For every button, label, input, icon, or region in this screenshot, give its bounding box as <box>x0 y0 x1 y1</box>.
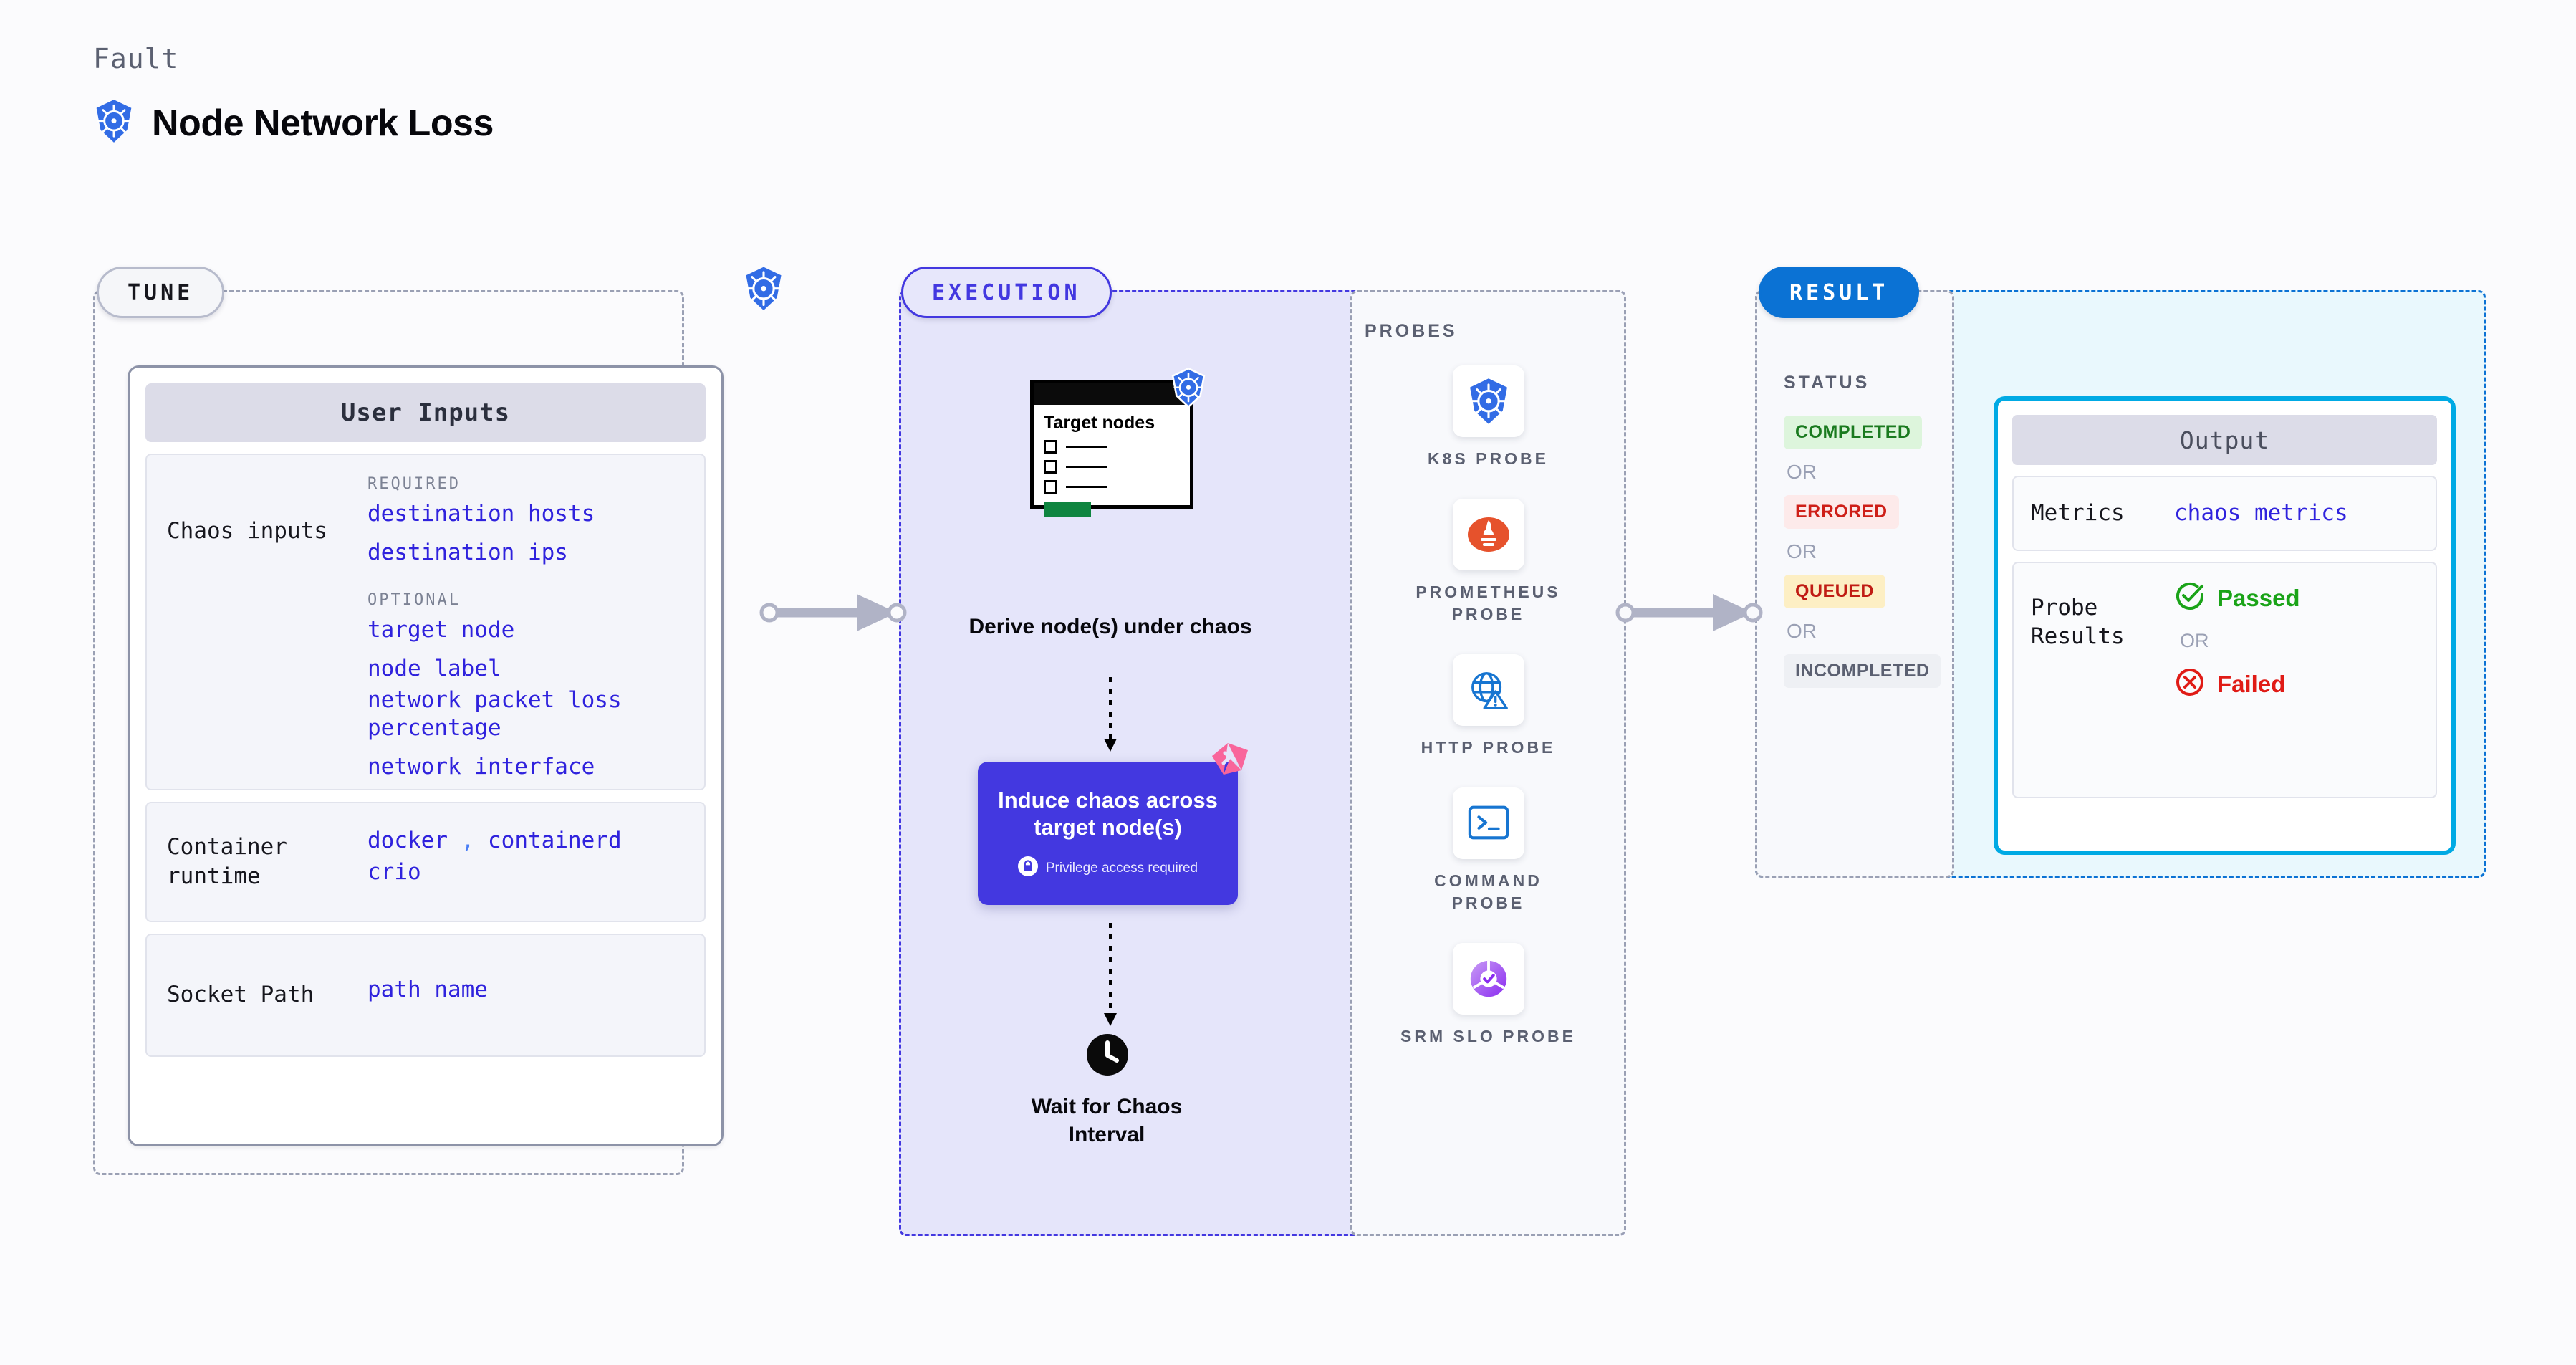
chaos-input-value[interactable]: destination ips <box>367 539 568 565</box>
output-title: Output <box>2012 415 2437 465</box>
user-inputs-card: User Inputs Chaos inputs REQUIRED destin… <box>128 365 724 1146</box>
value-separator: , <box>461 828 475 854</box>
probe-label: SRM SLO PROBE <box>1400 1027 1576 1046</box>
status-badge-completed: COMPLETED <box>1784 416 1923 449</box>
lock-icon <box>1017 856 1038 880</box>
stage-badge-result[interactable]: RESULT <box>1759 267 1920 318</box>
target-nodes-title: Target nodes <box>1044 413 1155 433</box>
induce-chaos-box[interactable]: Induce chaos across target node(s) Privi… <box>978 743 1248 905</box>
checkbox-icon <box>1044 479 1057 494</box>
page-header: Fault Node Network Loss <box>93 43 494 147</box>
target-node-row <box>1044 439 1180 454</box>
status-list: COMPLETED OR ERRORED OR QUEUED OR INCOMP… <box>1784 416 1956 688</box>
probe-results-label: Probe Results <box>2031 595 2125 650</box>
litmus-logo <box>1206 742 1251 787</box>
target-node-row <box>1044 479 1180 494</box>
probe-label: K8S PROBE <box>1428 449 1549 468</box>
user-inputs-title: User Inputs <box>145 383 706 442</box>
probe-results-row: Probe Results Passed OR <box>2012 562 2437 798</box>
stage-badge-execution[interactable]: EXECUTION <box>901 267 1112 318</box>
kubernetes-icon <box>93 99 135 147</box>
kubernetes-icon <box>741 264 786 316</box>
placeholder-line <box>1066 485 1107 488</box>
metrics-row: Metrics chaos metrics <box>2012 476 2437 551</box>
privilege-note-text: Privilege access required <box>1045 860 1198 876</box>
derive-nodes-label: Derive node(s) under chaos <box>969 615 1252 638</box>
flow-arrow-down <box>1104 923 1117 1026</box>
fault-kicker: Fault <box>93 43 179 75</box>
chaos-input-value[interactable]: network packet loss percentage <box>367 686 622 742</box>
probe-result-passed: Passed <box>2174 580 2300 616</box>
probe-passed-label: Passed <box>2217 584 2300 611</box>
chaos-input-value[interactable]: target node <box>367 617 515 643</box>
probes-title: PROBES <box>1365 321 1458 341</box>
probes-list: K8S PROBE PROMETHEUS PROBE <box>1350 365 1626 1048</box>
prometheus-icon <box>1452 499 1524 571</box>
container-runtime-label: Container runtime <box>167 833 287 889</box>
socket-path-label: Socket Path <box>167 982 314 1008</box>
socket-path-row: Socket Path path name <box>145 934 706 1057</box>
x-circle-icon <box>2174 666 2206 701</box>
kubernetes-icon <box>1170 367 1207 411</box>
or-label: OR <box>1787 540 1817 562</box>
chaos-input-value[interactable]: network interface <box>367 754 595 780</box>
flow-arrow-down <box>1104 677 1117 752</box>
required-heading: REQUIRED <box>367 475 461 493</box>
card-title-bar <box>1034 383 1190 405</box>
metrics-value[interactable]: chaos metrics <box>2174 499 2348 526</box>
container-runtime-values[interactable]: docker , containerd <box>367 827 697 856</box>
connector-tune-to-execution <box>759 594 907 631</box>
probe-label: PROMETHEUS PROBE <box>1416 583 1561 624</box>
chaos-inputs-label: Chaos inputs <box>167 518 327 544</box>
kubernetes-icon <box>1452 365 1524 437</box>
or-label: OR <box>2180 630 2209 651</box>
clock-icon <box>1086 1033 1129 1080</box>
probe-item-k8s[interactable]: K8S PROBE <box>1395 365 1582 470</box>
induce-chaos-title: Induce chaos across target node(s) <box>998 787 1218 840</box>
checkbox-icon <box>1044 459 1057 474</box>
probe-failed-label: Failed <box>2217 670 2286 697</box>
or-label: OR <box>1787 620 1817 642</box>
check-circle-icon <box>2174 580 2206 616</box>
probe-label: HTTP PROBE <box>1421 738 1556 757</box>
terminal-icon <box>1452 787 1524 860</box>
or-label: OR <box>1787 461 1817 483</box>
probe-item-srm-slo[interactable]: SRM SLO PROBE <box>1395 943 1582 1048</box>
probe-result-failed: Failed <box>2174 666 2300 701</box>
probe-item-http[interactable]: HTTP PROBE <box>1395 654 1582 759</box>
globe-warning-icon <box>1452 654 1524 727</box>
probe-label: COMMAND PROBE <box>1434 871 1542 913</box>
runtime-docker[interactable]: docker <box>367 828 448 854</box>
stage-badge-tune[interactable]: TUNE <box>97 267 225 318</box>
placeholder-line <box>1066 465 1107 468</box>
chaos-input-value[interactable]: node label <box>367 656 501 682</box>
target-nodes-card: Target nodes <box>1030 367 1206 517</box>
status-badge-errored: ERRORED <box>1784 495 1899 529</box>
optional-heading: OPTIONAL <box>367 591 461 610</box>
page-title: Node Network Loss <box>152 102 494 144</box>
target-node-row <box>1044 459 1180 474</box>
status-bar <box>1044 501 1091 517</box>
status-badge-incompleted: INCOMPLETED <box>1784 654 1941 688</box>
checkbox-icon <box>1044 439 1057 454</box>
placeholder-line <box>1066 445 1107 448</box>
output-card: Output Metrics chaos metrics Probe Resul… <box>1994 396 2456 855</box>
status-title: STATUS <box>1784 373 1870 393</box>
socket-path-value[interactable]: path name <box>367 977 488 1003</box>
srm-slo-icon <box>1452 943 1524 1015</box>
connector-execution-to-result <box>1615 594 1763 631</box>
probe-item-prometheus[interactable]: PROMETHEUS PROBE <box>1395 499 1582 626</box>
status-badge-queued: QUEUED <box>1784 575 1885 608</box>
wait-interval-label: Wait for Chaos Interval <box>1031 1095 1183 1146</box>
chaos-input-value[interactable]: destination hosts <box>367 501 595 527</box>
chaos-inputs-row: Chaos inputs REQUIRED destination hosts … <box>145 454 706 790</box>
container-runtime-row: Container runtime docker , containerd cr… <box>145 802 706 922</box>
metrics-label: Metrics <box>2031 500 2125 527</box>
runtime-crio[interactable]: crio <box>367 859 421 885</box>
fault-title-row: Node Network Loss <box>93 99 494 147</box>
probes-panel <box>1350 290 1626 1236</box>
privilege-note: Privilege access required <box>1017 856 1198 880</box>
probe-item-command[interactable]: COMMAND PROBE <box>1395 787 1582 914</box>
runtime-containerd[interactable]: containerd <box>488 828 622 854</box>
